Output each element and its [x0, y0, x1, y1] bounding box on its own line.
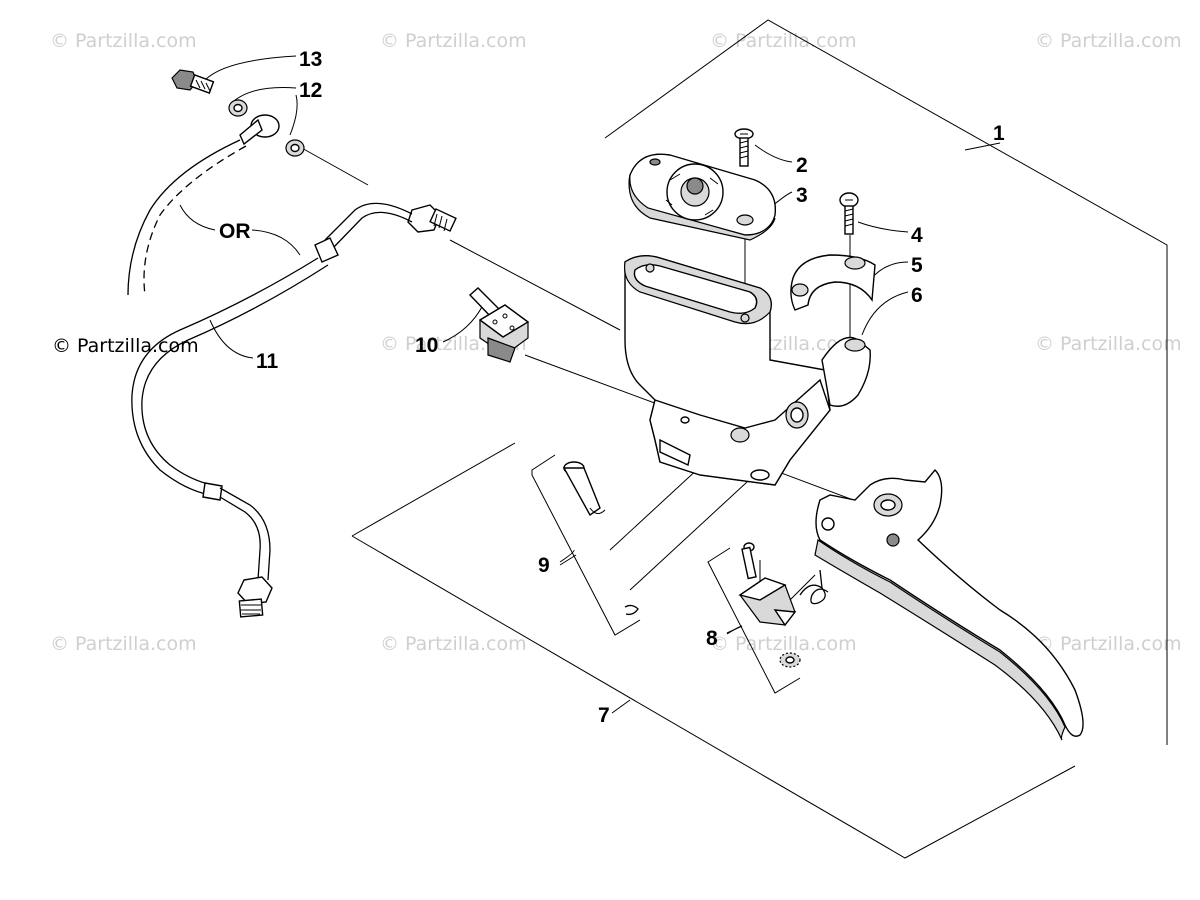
watermark-text: © Partzilla.com	[1035, 633, 1182, 655]
watermark-text: © Partzilla.com	[710, 633, 857, 655]
watermark-text: © Partzilla.com	[380, 633, 527, 655]
brake-switch	[468, 287, 530, 363]
watermark-text: © Partzilla.com	[1035, 333, 1182, 355]
callout-9: 9	[538, 554, 550, 577]
assembly-bracket-1	[604, 19, 1168, 745]
clamp-screw	[839, 192, 859, 235]
assembly-bracket-7	[351, 442, 1076, 859]
callout-5: 5	[911, 254, 923, 277]
callout-or: OR	[219, 220, 251, 243]
callout-13: 13	[299, 48, 322, 71]
banjo-bolt	[171, 69, 215, 94]
sub-bracket-9	[531, 454, 641, 636]
watermark-text: © Partzilla.com	[710, 30, 857, 52]
pivot-pin	[562, 461, 606, 517]
callout-12: 12	[299, 79, 322, 102]
handlebar-clamp	[790, 254, 876, 311]
reservoir-cover	[628, 153, 777, 241]
star-washer	[779, 652, 801, 668]
watermark-text: © Partzilla.com	[50, 30, 197, 52]
watermark-text: © Partzilla.com	[380, 30, 527, 52]
crush-washer	[228, 99, 305, 157]
leader-lines	[179, 55, 909, 635]
callout-4: 4	[911, 224, 923, 247]
callout-7: 7	[598, 704, 610, 727]
callout-11: 11	[256, 350, 279, 373]
return-spring	[799, 569, 829, 605]
watermarks: © Partzilla.com © Partzilla.com © Partzi…	[50, 30, 1182, 655]
brake-line	[131, 202, 457, 618]
e-clip	[624, 604, 639, 616]
callout-1: 1	[993, 122, 1005, 145]
callout-labels: 1 2 3 4 5 6 7 8 9 10 11 12 13 OR	[219, 48, 1005, 727]
callout-3: 3	[796, 184, 808, 207]
master-cylinder-body	[623, 255, 871, 486]
adjuster-pin	[741, 542, 757, 580]
brake-lever	[814, 468, 1084, 741]
banjo-fitting	[127, 114, 280, 296]
watermark-text: © Partzilla.com	[50, 633, 197, 655]
watermark-text: © Partzilla.com	[1035, 30, 1182, 52]
cover-screw	[734, 128, 754, 167]
callout-2: 2	[796, 154, 808, 177]
adjuster-knob	[738, 577, 797, 627]
callout-8: 8	[706, 627, 718, 650]
callout-10: 10	[415, 334, 438, 357]
callout-6: 6	[911, 284, 923, 307]
